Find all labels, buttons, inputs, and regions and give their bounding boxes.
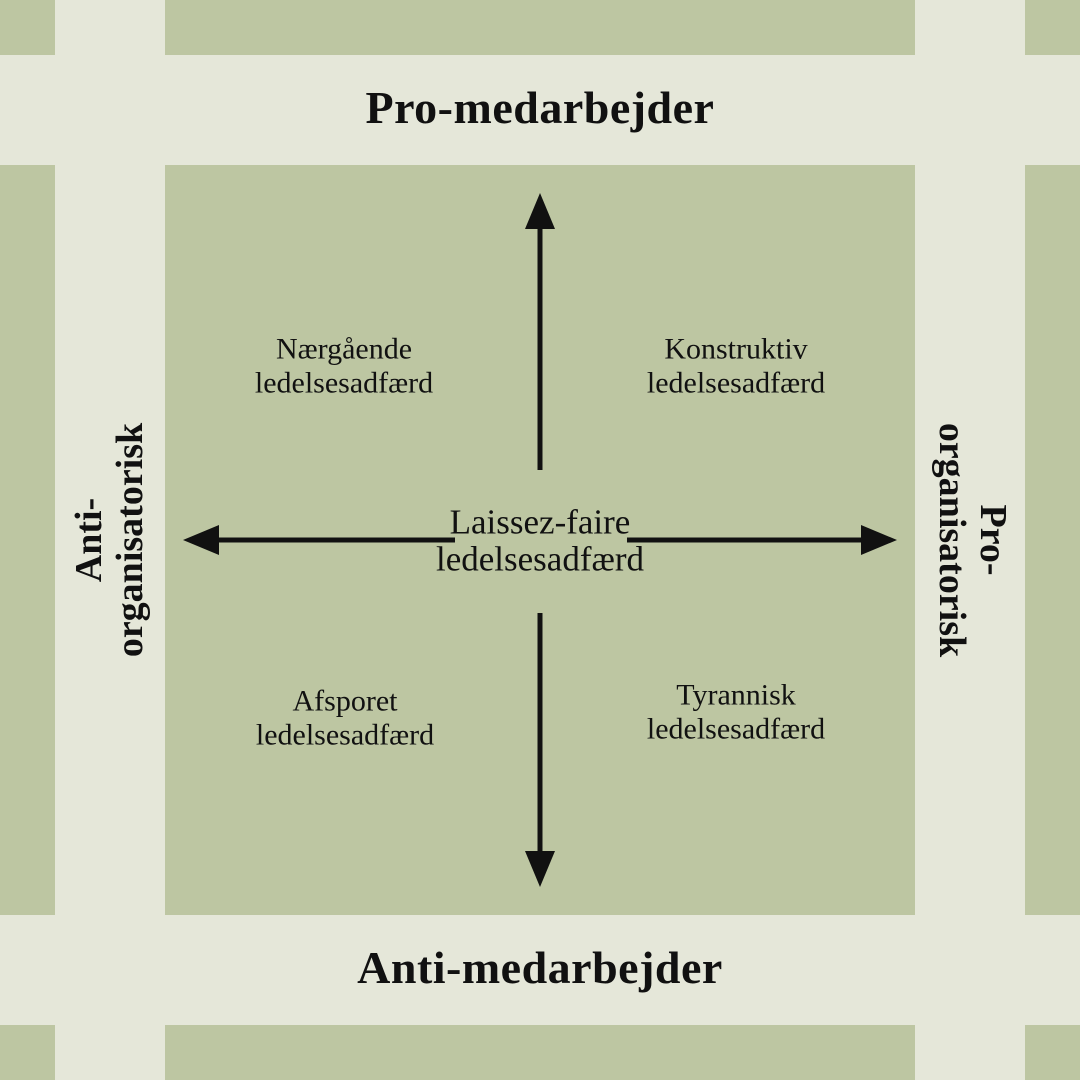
quadrant-label-top-right-line2: ledelsesadfærd	[646, 366, 826, 399]
quadrant-label-top-left: Nærgående ledelsesadfærd	[255, 332, 433, 399]
axis-label-left-line2: organisatorisk	[109, 422, 151, 658]
axis-arrow-down	[525, 613, 555, 887]
axis-label-bottom-text: Anti-medarbejder	[357, 942, 723, 993]
axis-label-anti-organisational: Anti- organisatorisk	[67, 422, 151, 658]
background-tile-corner-bottom-right	[1025, 1025, 1080, 1080]
center-label-laissez-faire: Laissez-faire ledelsesadfærd	[436, 502, 644, 578]
background-tile-corner-top-left	[0, 0, 55, 55]
center-label-line1: Laissez-faire	[449, 502, 631, 542]
axis-arrow-left	[183, 525, 455, 555]
quadrant-label-bottom-right-line2: ledelsesadfærd	[646, 712, 826, 745]
quadrant-label-top-right: Konstruktiv ledelsesadfærd	[647, 332, 825, 399]
background-tile-corner-bottom-left	[0, 1025, 55, 1080]
axes-arrows	[183, 193, 897, 887]
background-tile-corner-top-right	[1025, 0, 1080, 55]
quadrant-label-bottom-right: Tyrannisk ledelsesadfærd	[647, 678, 825, 745]
axis-label-pro-organisational: Pro- organisatorisk	[931, 422, 1015, 658]
background-tile-top	[165, 0, 915, 55]
axis-label-left-line1: Anti-	[67, 497, 110, 583]
axis-arrow-right	[627, 525, 897, 555]
axis-label-anti-employee: Anti-medarbejder	[0, 942, 1080, 993]
background-tile-left	[0, 165, 55, 915]
axis-arrow-up	[525, 193, 555, 470]
quadrant-label-bottom-left-line2: ledelsesadfærd	[255, 718, 435, 751]
quadrant-label-top-right-line1: Konstruktiv	[664, 332, 808, 366]
center-label-line2: ledelsesadfærd	[436, 539, 644, 578]
axis-label-pro-employee: Pro-medarbejder	[0, 82, 1080, 133]
axis-label-right-line2: organisatorisk	[931, 422, 973, 658]
background-tile-bottom	[165, 1025, 915, 1080]
quadrant-label-bottom-left: Afsporet ledelsesadfærd	[256, 684, 434, 751]
quadrant-label-top-left-line2: ledelsesadfærd	[254, 366, 434, 399]
axis-label-top-text: Pro-medarbejder	[365, 82, 715, 133]
background-tile-right	[1025, 165, 1080, 915]
quadrant-label-bottom-left-line1: Afsporet	[292, 684, 398, 718]
axis-label-right-line1: Pro-	[972, 504, 1015, 576]
quadrant-label-bottom-right-line1: Tyrannisk	[676, 678, 796, 712]
quadrant-label-top-left-line1: Nærgående	[275, 332, 413, 366]
